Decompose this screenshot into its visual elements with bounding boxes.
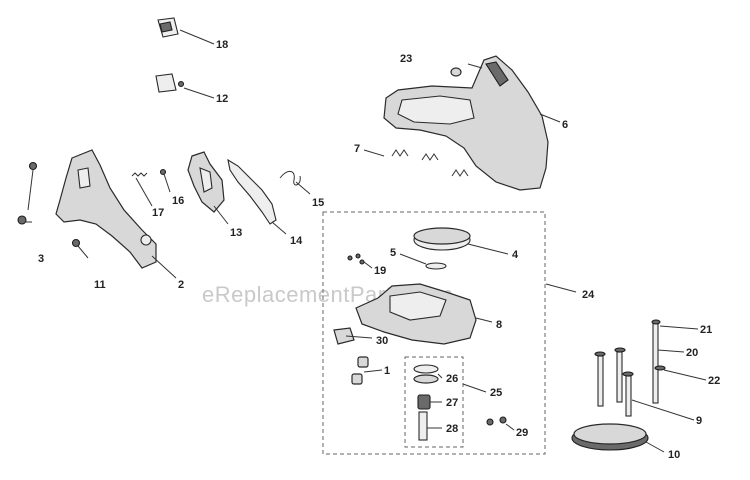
callout-17: 17 [152,207,164,219]
part-1-bushings [351,356,369,385]
callout-18: 18 [216,39,228,51]
callout-25: 25 [490,387,502,399]
part-4-ring [413,227,471,251]
callout-21: 21 [700,324,712,336]
callout-28: 28 [446,423,458,435]
part-18-switch [157,17,179,38]
callout-12: 12 [216,93,228,105]
callout-30: 30 [376,335,388,347]
callout-23: 23 [400,53,412,65]
part-30-block [333,327,355,345]
callout-11: 11 [94,279,106,291]
callout-3: 3 [38,253,44,265]
part-29-screws [486,416,507,426]
part-14-lever [227,158,277,225]
part-13-trigger [187,151,225,213]
assembly-box-24 [322,211,546,455]
part-8-gear-housing [355,283,477,345]
callout-16: 16 [172,195,184,207]
callout-26: 26 [446,373,458,385]
callout-9: 9 [696,415,702,427]
part-11-screw [71,238,89,259]
part-27-bearing [417,394,431,410]
callout-6: 6 [562,119,568,131]
part-15-spring [279,171,301,186]
part-7-springs [391,149,469,177]
callout-22: 22 [708,375,720,387]
part-10-disc [571,423,649,451]
part-2-handle-housing [55,149,157,269]
callout-27: 27 [446,397,458,409]
part-5-clip [425,262,447,270]
part-12-button [155,73,185,93]
callout-10: 10 [668,449,680,461]
part-21-screw [651,319,661,325]
callout-14: 14 [290,235,303,247]
callout-1: 1 [384,365,390,377]
callout-7: 7 [354,143,360,155]
part-16-pin [159,168,167,176]
callout-24: 24 [582,289,595,301]
callout-8: 8 [496,319,502,331]
callout-labels: 18 12 23 6 7 17 16 13 14 15 3 11 2 4 5 1… [38,39,720,461]
part-23-nut [450,67,462,77]
assembly-box-25 [404,356,464,448]
callout-2: 2 [178,279,184,291]
part-3-screws [17,161,38,225]
callout-5: 5 [390,247,396,259]
part-19-pins [347,253,365,265]
callout-4: 4 [512,249,519,261]
leader-lines [135,29,707,453]
callout-13: 13 [230,227,242,239]
part-17-spring [131,172,148,177]
callout-15: 15 [312,197,324,209]
callout-20: 20 [686,347,698,359]
part-6-housing [383,55,549,191]
callout-29: 29 [516,427,528,439]
part-28-shaft [418,411,428,441]
part-22-washers [594,347,666,377]
callout-19: 19 [374,265,386,277]
part-26-washers [413,364,439,384]
part-20-rods [597,322,659,417]
